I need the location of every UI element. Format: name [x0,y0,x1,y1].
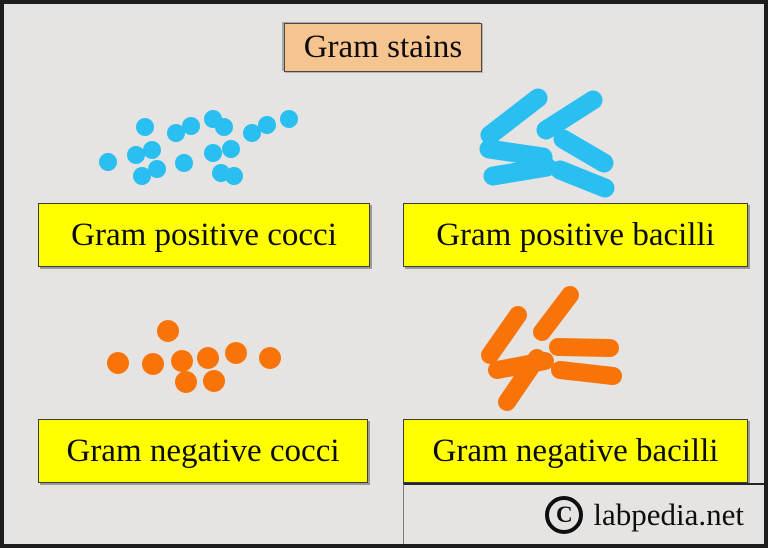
gram-positive-cocci-cluster [99,110,298,185]
label-text: Gram negative bacilli [432,432,719,469]
gram-positive-bacilli-cluster [479,88,615,198]
watermark-text: labpedia.net [593,496,744,532]
gram-negative-cocci-cluster [107,320,281,393]
label-text: Gram positive cocci [71,216,337,253]
label-gram-negative-bacilli: Gram negative bacilli [403,419,748,483]
label-text: Gram negative cocci [66,432,340,469]
watermark: C labpedia.net [403,483,764,544]
label-gram-negative-cocci: Gram negative cocci [38,419,368,483]
label-text: Gram positive bacilli [436,216,715,253]
label-gram-positive-bacilli: Gram positive bacilli [403,203,748,267]
bacteria-illustration [99,88,622,411]
gram-negative-bacilli-cluster [481,286,622,411]
diagram-title-box: Gram stains [284,23,482,72]
diagram-title: Gram stains [303,29,463,65]
label-gram-positive-cocci: Gram positive cocci [38,203,370,267]
copyright-icon: C [545,495,584,534]
